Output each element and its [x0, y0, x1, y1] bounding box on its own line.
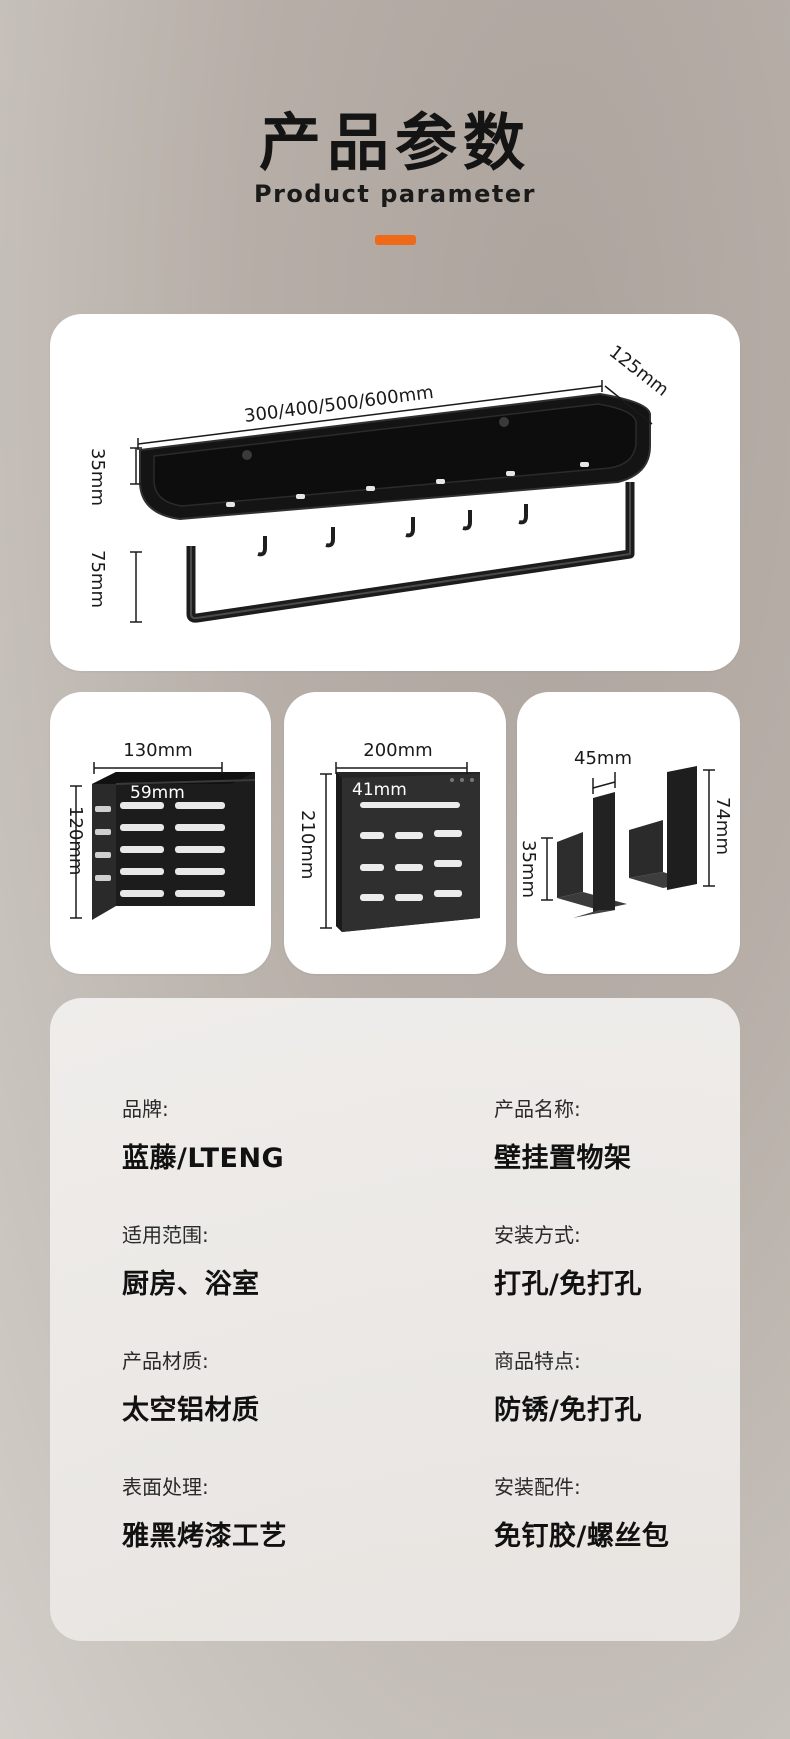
holder-a-height-label: 120mm	[65, 806, 86, 875]
shelf-illustration: 300/400/500/600mm 125mm 35mm 75mm	[87, 341, 673, 623]
param-material: 产品材质: 太空铝材质	[122, 1345, 260, 1427]
holder-b-height-label: 210mm	[297, 810, 318, 879]
param-label: 安装配件:	[494, 1475, 581, 1499]
param-label: 商品特点:	[494, 1349, 581, 1373]
param-accessories: 安装配件: 免钉胶/螺丝包	[494, 1471, 669, 1553]
bracket-small-label: 35mm	[518, 840, 539, 898]
parameter-panel: 品牌: 蓝藤/LTENG 产品名称: 壁挂置物架 适用范围: 厨房、浴室 安装方…	[50, 998, 740, 1641]
param-value: 壁挂置物架	[494, 1143, 632, 1174]
knife-holder-illustration: 200mm 41mm 210mm	[297, 740, 480, 932]
param-label: 品牌:	[122, 1097, 169, 1121]
param-usage: 适用范围: 厨房、浴室	[122, 1219, 260, 1301]
param-value: 厨房、浴室	[122, 1269, 260, 1300]
bracket-card: 45mm 35mm 74mm	[517, 692, 740, 974]
param-label: 表面处理:	[122, 1475, 209, 1499]
shelf-dimension-card: 300/400/500/600mm 125mm 35mm 75mm	[50, 314, 740, 671]
param-label: 产品材质:	[122, 1349, 209, 1373]
holder-a-inner-label: 59mm	[130, 783, 185, 803]
holder-b-inner-label: 41mm	[352, 780, 407, 800]
param-value: 雅黑烤漆工艺	[122, 1521, 287, 1552]
param-brand: 品牌: 蓝藤/LTENG	[122, 1093, 284, 1175]
utensil-holder-illustration: 130mm 59mm 120mm	[65, 740, 256, 920]
param-surface: 表面处理: 雅黑烤漆工艺	[122, 1471, 287, 1553]
holder-b-width-label: 200mm	[363, 740, 432, 761]
knife-holder-card: 200mm 41mm 210mm	[284, 692, 506, 974]
shelf-depth-label: 125mm	[605, 341, 673, 400]
param-value: 打孔/免打孔	[494, 1269, 642, 1300]
title-accent-bar	[375, 235, 416, 245]
page-title: 产品参数	[258, 106, 531, 179]
param-label: 适用范围:	[122, 1223, 209, 1247]
param-label: 安装方式:	[494, 1223, 581, 1247]
param-value: 防锈/免打孔	[494, 1395, 642, 1426]
param-features: 商品特点: 防锈/免打孔	[494, 1345, 642, 1427]
param-value: 免钉胶/螺丝包	[494, 1521, 670, 1552]
param-value: 蓝藤/LTENG	[122, 1143, 285, 1174]
bracket-illustration: 45mm 35mm 74mm	[518, 748, 733, 918]
param-label: 产品名称:	[494, 1097, 581, 1121]
shelf-height-label: 35mm	[87, 448, 108, 506]
shelf-bar-label: 75mm	[87, 550, 108, 608]
bracket-tall-label: 74mm	[712, 797, 733, 855]
param-product-name: 产品名称: 壁挂置物架	[494, 1093, 632, 1175]
param-value: 太空铝材质	[122, 1395, 260, 1426]
param-install-method: 安装方式: 打孔/免打孔	[494, 1219, 642, 1301]
page-subtitle: Product parameter	[253, 180, 536, 208]
bracket-width-label: 45mm	[574, 748, 632, 769]
utensil-holder-card: 130mm 59mm 120mm	[50, 692, 271, 974]
holder-a-width-label: 130mm	[123, 740, 192, 761]
